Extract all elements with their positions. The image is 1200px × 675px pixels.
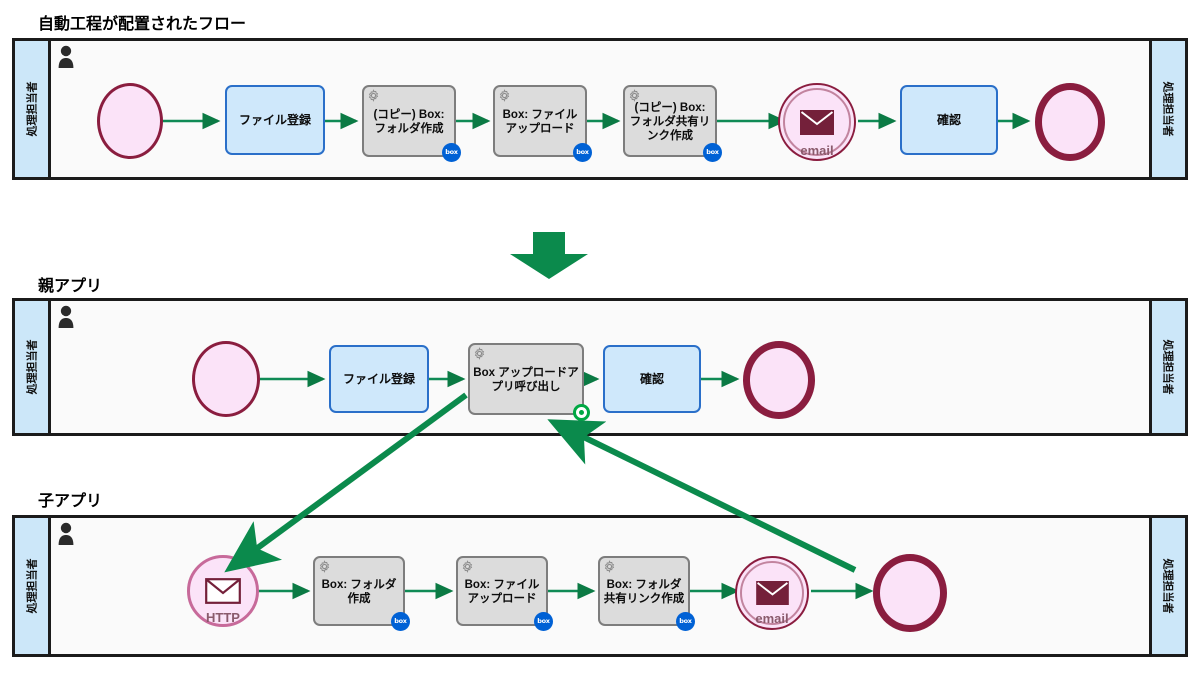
call-activity-marker-icon xyxy=(573,404,590,421)
task-label: ファイル登録 xyxy=(342,371,415,386)
event-inner-ring xyxy=(783,88,851,156)
lane-body-parent: ファイル登録 Box アップロードアプリ呼び出し 確認 xyxy=(51,301,1149,433)
pool-child-app: 処理担当者 xyxy=(12,515,1188,657)
intermediate-message-event-email-auto[interactable] xyxy=(778,83,856,161)
gear-icon xyxy=(499,89,510,102)
gear-icon xyxy=(604,560,615,573)
task-label: (コピー) Box: フォルダ共有リンク作成 xyxy=(629,102,711,142)
gear-icon xyxy=(474,347,485,360)
task-file-registration-parent[interactable]: ファイル登録 xyxy=(329,345,429,413)
lane-header-left-auto: 処理担当者 xyxy=(15,41,51,177)
intermediate-message-event-email-child[interactable] xyxy=(735,556,809,630)
pool-auto-flow: 処理担当者 xyxy=(12,38,1188,180)
lane-label-left-child: 処理担当者 xyxy=(26,558,39,614)
task-label: (コピー) Box: フォルダ作成 xyxy=(373,109,445,135)
person-icon xyxy=(58,305,74,328)
task-label: Box: フォルダ作成 xyxy=(321,579,397,605)
task-box-file-upload-child[interactable]: Box: ファイルアップロード box xyxy=(456,556,553,631)
lane-label-right-child: 処理担当者 xyxy=(1161,558,1174,614)
task-confirm-parent[interactable]: 確認 xyxy=(603,345,701,413)
lane-header-left-child: 処理担当者 xyxy=(15,518,51,654)
lane-body-auto: ファイル登録 (コピー) Box: フォルダ作成 box Box: ファイルアッ… xyxy=(51,41,1149,177)
task-call-box-upload-app-parent[interactable]: Box アップロードアプリ呼び出し xyxy=(468,343,590,421)
task-label: 確認 xyxy=(936,112,961,127)
box-logo-icon: box xyxy=(391,612,410,631)
lane-header-right-parent: 処理担当者 xyxy=(1149,301,1185,433)
task-file-registration-auto[interactable]: ファイル登録 xyxy=(225,85,325,155)
lane-header-right-auto: 処理担当者 xyxy=(1149,41,1185,177)
gear-icon xyxy=(462,560,473,573)
pool-parent-app: 処理担当者 xyxy=(12,298,1188,436)
task-confirm-auto[interactable]: 確認 xyxy=(900,85,998,155)
task-box-shared-link-copy-auto[interactable]: (コピー) Box: フォルダ共有リンク作成 box xyxy=(623,85,722,162)
lane-label-left-auto: 処理担当者 xyxy=(26,81,39,137)
end-event-auto[interactable] xyxy=(1035,83,1105,161)
start-event-auto[interactable] xyxy=(97,83,163,159)
start-event-parent[interactable] xyxy=(192,341,260,417)
box-logo-icon: box xyxy=(703,143,722,162)
message-start-event-http-child[interactable] xyxy=(187,555,259,627)
section-title-auto-flow: 自動工程が配置されたフロー xyxy=(38,16,247,33)
task-label: Box アップロードアプリ呼び出し xyxy=(473,367,579,393)
event-label-email-child: email xyxy=(755,611,789,626)
person-icon xyxy=(58,45,74,68)
task-label: Box: フォルダ共有リンク作成 xyxy=(603,579,685,605)
lane-label-right-auto: 処理担当者 xyxy=(1161,81,1174,137)
section-title-child-app: 子アプリ xyxy=(38,493,103,510)
task-label: ファイル登録 xyxy=(238,112,311,127)
person-icon xyxy=(58,522,74,545)
lane-label-right-parent: 処理担当者 xyxy=(1161,339,1174,395)
section-title-parent-app: 親アプリ xyxy=(38,278,103,295)
box-logo-icon: box xyxy=(442,143,461,162)
envelope-icon xyxy=(205,578,241,604)
task-box-file-upload-auto[interactable]: Box: ファイルアップロード box xyxy=(493,85,592,162)
lane-label-left-parent: 処理担当者 xyxy=(26,339,39,395)
event-label-http-child: HTTP xyxy=(206,610,240,625)
down-arrow-icon xyxy=(510,232,588,279)
task-label: Box: ファイルアップロード xyxy=(502,109,578,135)
end-event-parent[interactable] xyxy=(743,341,815,419)
task-box-create-folder-copy-auto[interactable]: (コピー) Box: フォルダ作成 box xyxy=(362,85,461,162)
box-logo-icon: box xyxy=(676,612,695,631)
box-logo-icon: box xyxy=(573,143,592,162)
box-logo-icon: box xyxy=(534,612,553,631)
gear-icon xyxy=(629,89,640,102)
task-label: 確認 xyxy=(639,371,664,386)
event-label-email-auto: email xyxy=(800,143,834,158)
end-event-child[interactable] xyxy=(873,554,947,632)
lane-header-right-child: 処理担当者 xyxy=(1149,518,1185,654)
task-box-shared-link-child[interactable]: Box: フォルダ共有リンク作成 box xyxy=(598,556,695,631)
task-label: Box: ファイルアップロード xyxy=(464,579,540,605)
task-box-create-folder-child[interactable]: Box: フォルダ作成 box xyxy=(313,556,410,631)
gear-icon xyxy=(368,89,379,102)
lane-body-child: HTTP Box: フォルダ作成 box Box: ファイルアップロード box xyxy=(51,518,1149,654)
lane-header-left-parent: 処理担当者 xyxy=(15,301,51,433)
gear-icon xyxy=(319,560,330,573)
